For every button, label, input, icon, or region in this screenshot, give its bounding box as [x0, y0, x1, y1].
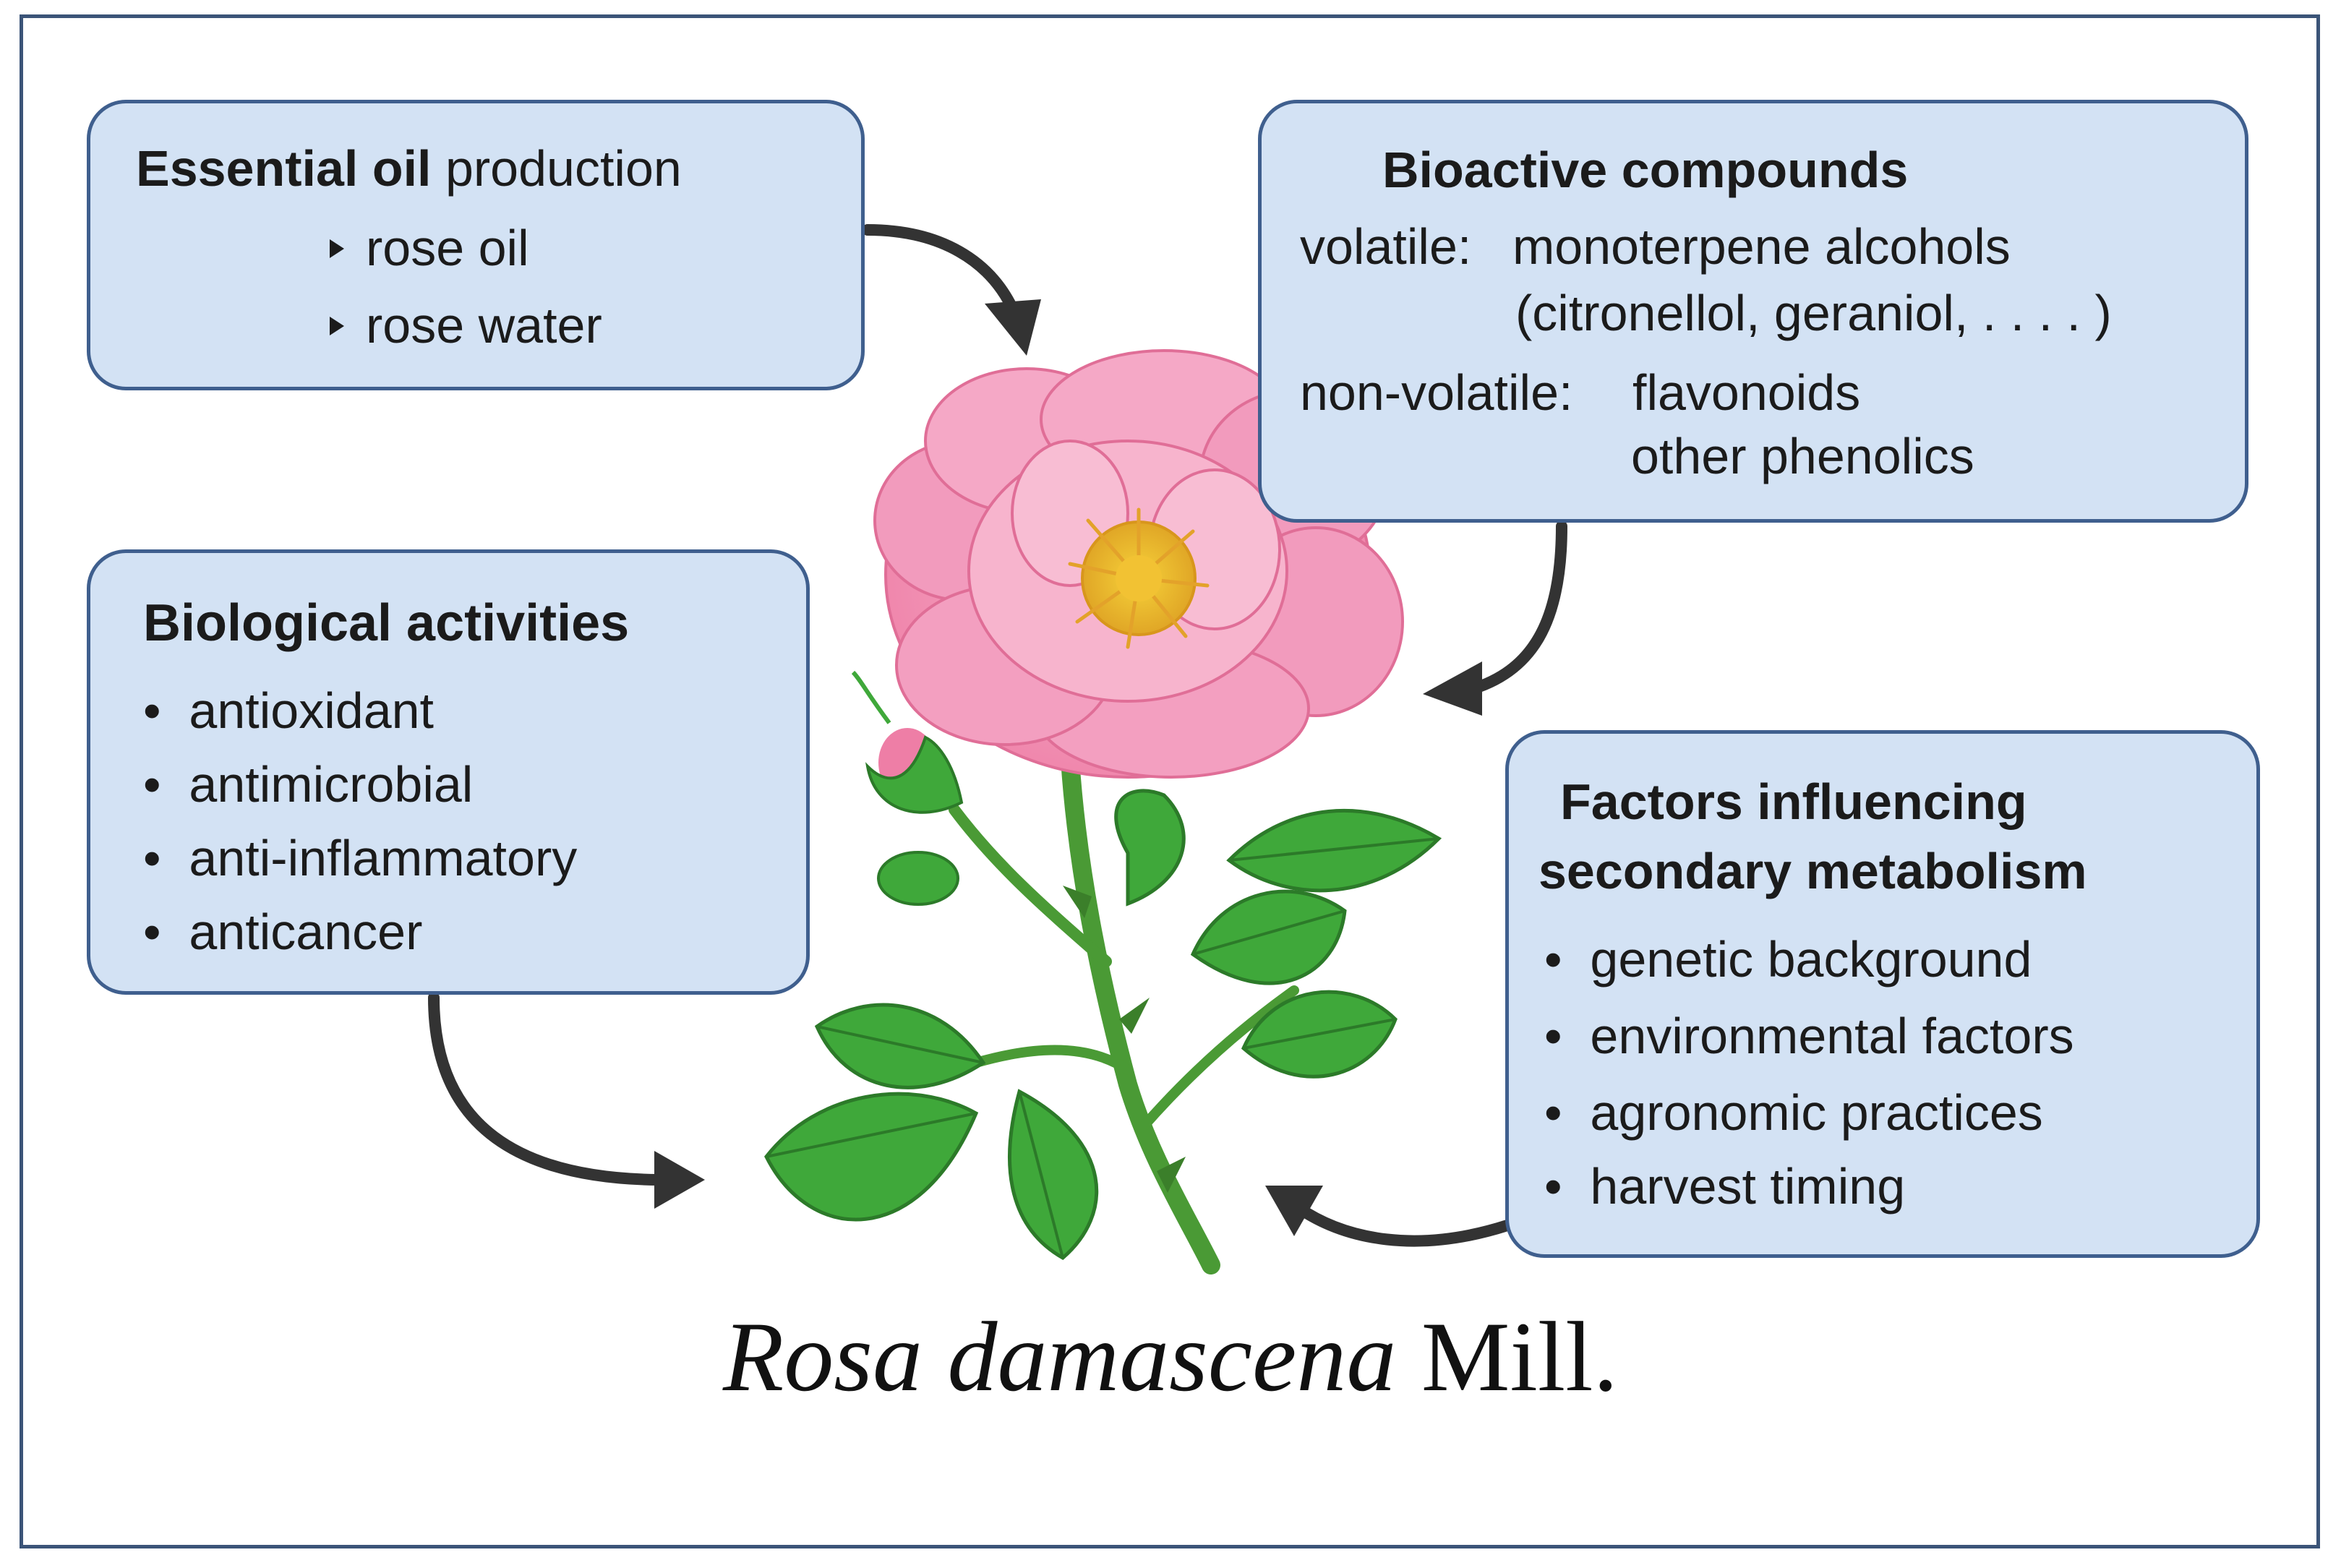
nonvolatile-label: non-volatile:: [1300, 364, 1573, 421]
bullet-icon: •: [1544, 1008, 1562, 1064]
species-name: Rosa damascena: [722, 1301, 1397, 1412]
triangle-bullet-icon: [330, 317, 344, 335]
rose-leaves: [764, 789, 1442, 1261]
species-caption: Rosa damascena Mill.: [0, 1307, 2341, 1407]
bullet-icon: •: [1544, 1158, 1562, 1214]
bullet-icon: •: [143, 830, 161, 886]
arrow-head-bioactive: [1423, 661, 1482, 716]
bullet-icon: •: [1544, 931, 1562, 988]
bullet-icon: •: [143, 904, 161, 960]
factors-title-line1: Factors influencing: [1560, 774, 2027, 830]
list-item: • environmental factors: [1544, 1008, 2074, 1064]
essential-oil-title: Essential oil production: [136, 143, 682, 194]
essential-oil-title-rest: production: [445, 140, 682, 197]
list-item: • genetic background: [1544, 931, 2032, 988]
factors-title-line2: secondary metabolism: [1538, 843, 2087, 899]
arrow-essential-oil: [862, 224, 1019, 317]
triangle-bullet-icon: [330, 239, 344, 258]
list-item: rose oil: [330, 223, 529, 273]
arrow-head-factors: [1265, 1186, 1323, 1236]
factors-box: [1505, 730, 2260, 1258]
bioactive-title: Bioactive compounds: [1382, 142, 1909, 198]
list-item: flavonoids: [1632, 364, 1861, 421]
volatile-examples: (citronellol, geraniol, . . . . ): [1515, 285, 2112, 341]
volatile-label: volatile:: [1300, 218, 1472, 275]
rose-bud: [851, 670, 964, 906]
list-item: • anticancer: [143, 904, 423, 960]
species-authority: Mill.: [1421, 1301, 1619, 1412]
essential-oil-title-bold: Essential oil: [136, 140, 432, 197]
biological-activities-box: [87, 549, 810, 995]
list-item: • antioxidant: [143, 682, 435, 739]
bullet-icon: •: [143, 682, 161, 739]
list-item: other phenolics: [1631, 428, 1974, 484]
bioactive-compounds-box: [1258, 100, 2248, 523]
list-item: • antimicrobial: [143, 756, 474, 813]
essential-oil-box: [87, 100, 865, 390]
biological-title: Biological activities: [143, 594, 630, 652]
arrow-bioactive: [1462, 520, 1567, 696]
arrow-head-biological: [654, 1151, 705, 1209]
volatile-text: monoterpene alcohols: [1512, 218, 2011, 275]
list-item: • anti-inflammatory: [143, 830, 578, 886]
bullet-icon: •: [1544, 1084, 1562, 1141]
bullet-icon: •: [143, 756, 161, 813]
list-item: rose water: [330, 300, 602, 351]
list-item: • harvest timing: [1544, 1158, 1906, 1214]
list-item: • agronomic practices: [1544, 1084, 2043, 1141]
arrow-factors: [1292, 1201, 1513, 1247]
arrow-biological: [428, 992, 664, 1186]
arrow-head-essential-oil: [985, 299, 1041, 356]
